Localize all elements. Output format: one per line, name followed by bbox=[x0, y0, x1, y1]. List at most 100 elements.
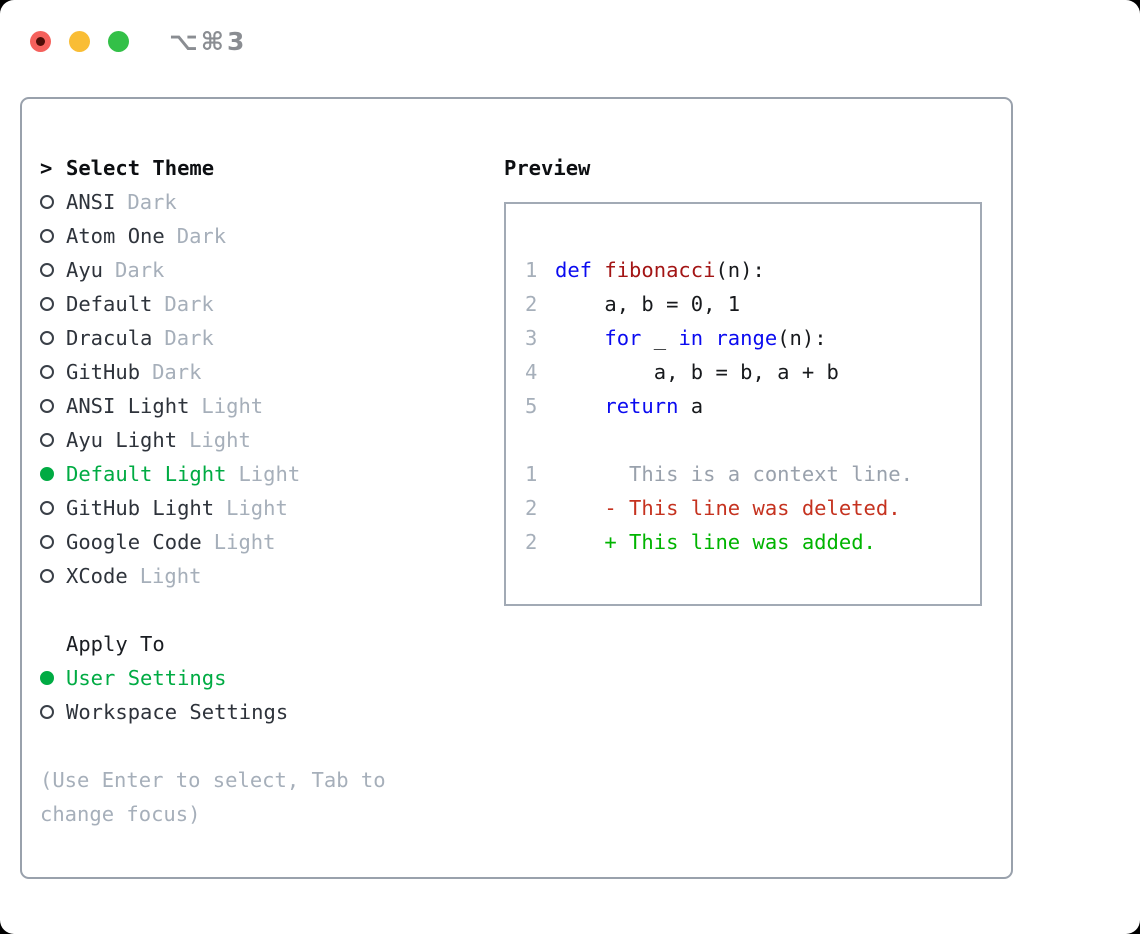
theme-name: Ayu Light bbox=[66, 428, 178, 452]
theme-list-column: > Select Theme ANSI Dark Atom One Dark A… bbox=[40, 151, 504, 877]
close-button[interactable] bbox=[30, 31, 51, 52]
diff-context-line: 1 This is a context line. bbox=[525, 457, 980, 491]
theme-name: Atom One bbox=[66, 224, 165, 248]
theme-option-google-code[interactable]: Google Code Light bbox=[40, 525, 504, 559]
window-title: ⌥⌘3 bbox=[169, 27, 248, 56]
preview-title: Preview bbox=[504, 156, 591, 180]
apply-option-label: Workspace Settings bbox=[66, 700, 289, 724]
select-theme-title: Select Theme bbox=[66, 156, 215, 180]
theme-name: Default Light bbox=[66, 462, 227, 486]
theme-variant: Dark bbox=[152, 360, 202, 384]
diff-deleted-line: 2 - This line was deleted. bbox=[525, 491, 980, 525]
select-theme-header: > Select Theme bbox=[40, 151, 504, 185]
theme-variant: Dark bbox=[164, 292, 214, 316]
apply-option-workspace-settings[interactable]: Workspace Settings bbox=[40, 695, 504, 729]
theme-option-ayu-light[interactable]: Ayu Light Light bbox=[40, 423, 504, 457]
theme-option-default-dark[interactable]: Default Dark bbox=[40, 287, 504, 321]
radio-icon bbox=[40, 365, 54, 379]
code-token: (n): bbox=[715, 258, 765, 282]
theme-variant: Dark bbox=[115, 258, 165, 282]
theme-option-default-light-selected[interactable]: Default Light Light bbox=[40, 457, 504, 491]
theme-option-ansi-light[interactable]: ANSI Light Light bbox=[40, 389, 504, 423]
theme-option-github-dark[interactable]: GitHub Dark bbox=[40, 355, 504, 389]
code-line: 2 a, b = 0, 1 bbox=[525, 287, 980, 321]
theme-name: Default bbox=[66, 292, 153, 316]
line-number: 1 bbox=[525, 258, 538, 282]
radio-icon bbox=[40, 195, 54, 209]
radio-icon bbox=[40, 331, 54, 345]
diff-added-text: + This line was added. bbox=[555, 530, 876, 554]
theme-name: ANSI Light bbox=[66, 394, 190, 418]
code-token: in bbox=[678, 326, 704, 350]
prompt-caret-icon: > bbox=[40, 156, 53, 180]
theme-variant: Light bbox=[213, 530, 276, 554]
line-number: 5 bbox=[525, 394, 538, 418]
code-line: 3 for _ in range(n): bbox=[525, 321, 980, 355]
code-token: return bbox=[604, 394, 679, 418]
radio-icon bbox=[40, 705, 54, 719]
theme-variant: Dark bbox=[176, 224, 227, 248]
line-number: 2 bbox=[525, 292, 538, 316]
diff-context-text: This is a context line. bbox=[555, 462, 913, 486]
code-token: a bbox=[678, 394, 704, 418]
theme-option-ansi-dark[interactable]: ANSI Dark bbox=[40, 185, 504, 219]
radio-icon bbox=[40, 569, 54, 583]
theme-option-dracula-dark[interactable]: Dracula Dark bbox=[40, 321, 504, 355]
theme-variant: Light bbox=[189, 428, 251, 452]
code-token: a, b = 0, 1 bbox=[555, 292, 741, 316]
theme-option-xcode[interactable]: XCode Light bbox=[40, 559, 504, 593]
code-token bbox=[555, 389, 604, 423]
line-number: 2 bbox=[525, 496, 538, 520]
theme-variant: Light bbox=[238, 462, 301, 486]
diff-added-line: 2 + This line was added. bbox=[525, 525, 980, 559]
title-bar: ⌥⌘3 bbox=[30, 27, 247, 56]
theme-variant: Dark bbox=[164, 326, 214, 350]
minimize-button[interactable] bbox=[69, 31, 90, 52]
code-token: (n): bbox=[777, 326, 827, 350]
spacer bbox=[40, 729, 504, 763]
code-token: fibonacci bbox=[604, 258, 716, 282]
keyboard-hint: (Use Enter to select, Tab to change focu… bbox=[40, 768, 386, 826]
code-token bbox=[592, 253, 604, 287]
code-token: _ bbox=[641, 326, 679, 350]
theme-name: Dracula bbox=[66, 326, 153, 350]
code-line: 1 def fibonacci(n): bbox=[525, 253, 980, 287]
code-token: a, b = b, a + b bbox=[555, 360, 839, 384]
apply-option-user-settings[interactable]: User Settings bbox=[40, 661, 504, 695]
code-token: range bbox=[715, 326, 778, 350]
spacer bbox=[40, 593, 504, 627]
theme-name: XCode bbox=[66, 564, 128, 588]
line-number bbox=[525, 423, 555, 457]
theme-variant: Light bbox=[201, 394, 264, 418]
apply-to-title: Apply To bbox=[66, 632, 165, 656]
theme-variant: Dark bbox=[127, 190, 177, 214]
line-number: 4 bbox=[525, 360, 538, 384]
line-number: 1 bbox=[525, 462, 538, 486]
radio-selected-icon bbox=[40, 467, 54, 481]
blank-line bbox=[525, 423, 980, 457]
radio-icon bbox=[40, 263, 54, 277]
radio-icon bbox=[40, 399, 54, 413]
line-number: 3 bbox=[525, 326, 538, 350]
zoom-button[interactable] bbox=[108, 31, 129, 52]
theme-name: GitHub bbox=[66, 360, 141, 384]
theme-option-ayu-dark[interactable]: Ayu Dark bbox=[40, 253, 504, 287]
diff-deleted-text: - This line was deleted. bbox=[555, 496, 901, 520]
code-line: 5 return a bbox=[525, 389, 980, 423]
code-token bbox=[703, 321, 715, 355]
code-token: for bbox=[604, 326, 642, 350]
theme-option-atom-one-dark[interactable]: Atom One Dark bbox=[40, 219, 504, 253]
code-token bbox=[555, 321, 604, 355]
theme-name: ANSI bbox=[66, 190, 116, 214]
code-token: def bbox=[555, 258, 593, 282]
theme-option-github-light[interactable]: GitHub Light Light bbox=[40, 491, 504, 525]
radio-selected-icon bbox=[40, 671, 54, 685]
theme-name: Google Code bbox=[66, 530, 202, 554]
radio-icon bbox=[40, 535, 54, 549]
radio-icon bbox=[40, 501, 54, 515]
apply-option-label: User Settings bbox=[66, 666, 227, 690]
theme-variant: Light bbox=[139, 564, 202, 588]
